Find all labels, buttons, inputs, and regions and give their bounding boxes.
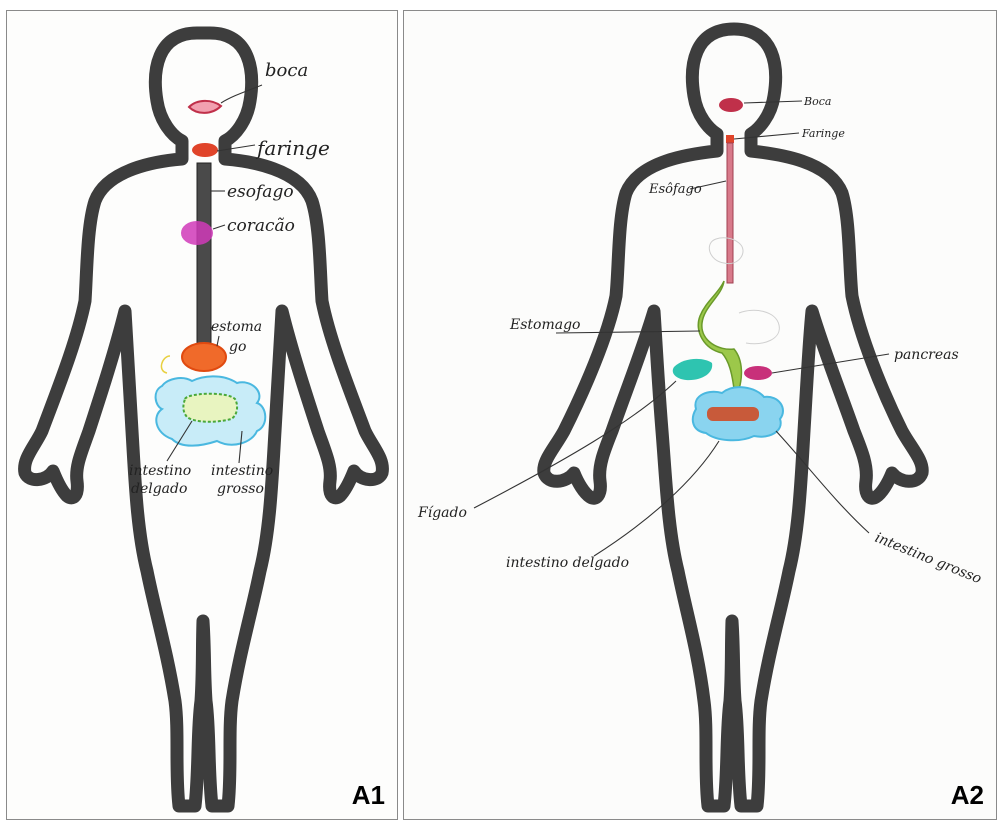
esophagus-shape — [727, 143, 733, 283]
label-small-intestine-1: intestino — [129, 463, 191, 479]
mouth-lips — [189, 101, 221, 113]
pancreas-shape — [744, 366, 772, 380]
leader-stomach — [217, 336, 219, 346]
label-pharynx: Faringe — [801, 127, 845, 140]
mouth-shape — [719, 98, 743, 112]
label-esophagus: esofago — [227, 182, 294, 202]
faint-stomach-sketch — [739, 310, 779, 343]
label-stomach: Estomago — [509, 317, 580, 333]
liver-shape — [673, 359, 712, 380]
label-stomach-1: estoma — [211, 319, 262, 335]
label-mouth: boca — [265, 60, 308, 81]
label-liver: Fígado — [417, 505, 467, 521]
label-esophagus: Esôfago — [648, 182, 702, 197]
leader-pharynx — [734, 133, 799, 139]
label-small-intestine-2: delgado — [131, 481, 187, 497]
label-large-intestine-1: intestino — [211, 463, 273, 479]
small-intestine-shape — [183, 394, 237, 422]
esophagus-shape — [197, 163, 211, 348]
label-large-intestine: intestino grosso — [873, 530, 984, 587]
label-small-intestine: intestino delgado — [506, 555, 629, 571]
pharynx-shape — [726, 135, 734, 143]
panel-a2: Boca Faringe Esôfago Estomago pancreas F… — [403, 10, 997, 820]
leader-heart — [213, 225, 225, 229]
label-pharynx: faringe — [255, 136, 330, 160]
small-intestine-shape — [707, 407, 759, 421]
label-mouth: Boca — [803, 95, 831, 108]
leader-small-intestine — [594, 441, 719, 556]
stomach-accent — [161, 356, 170, 373]
label-large-intestine-2: grosso — [217, 481, 264, 497]
faint-sketch — [709, 238, 743, 264]
body-diagram-a2: Boca Faringe Esôfago Estomago pancreas F… — [404, 11, 997, 820]
heart-shape — [181, 221, 213, 245]
pharynx-shape — [192, 143, 218, 157]
panel-a1: boca faringe esofago coracão estoma go i… — [6, 10, 398, 820]
label-stomach-2: go — [229, 339, 246, 355]
body-diagram-a1: boca faringe esofago coracão estoma go i… — [7, 11, 398, 820]
stomach-shape — [182, 343, 226, 371]
panel-label-a2: A2 — [951, 780, 984, 811]
label-heart: coracão — [227, 216, 295, 236]
panel-label-a1: A1 — [352, 780, 385, 811]
label-pancreas: pancreas — [894, 347, 959, 363]
